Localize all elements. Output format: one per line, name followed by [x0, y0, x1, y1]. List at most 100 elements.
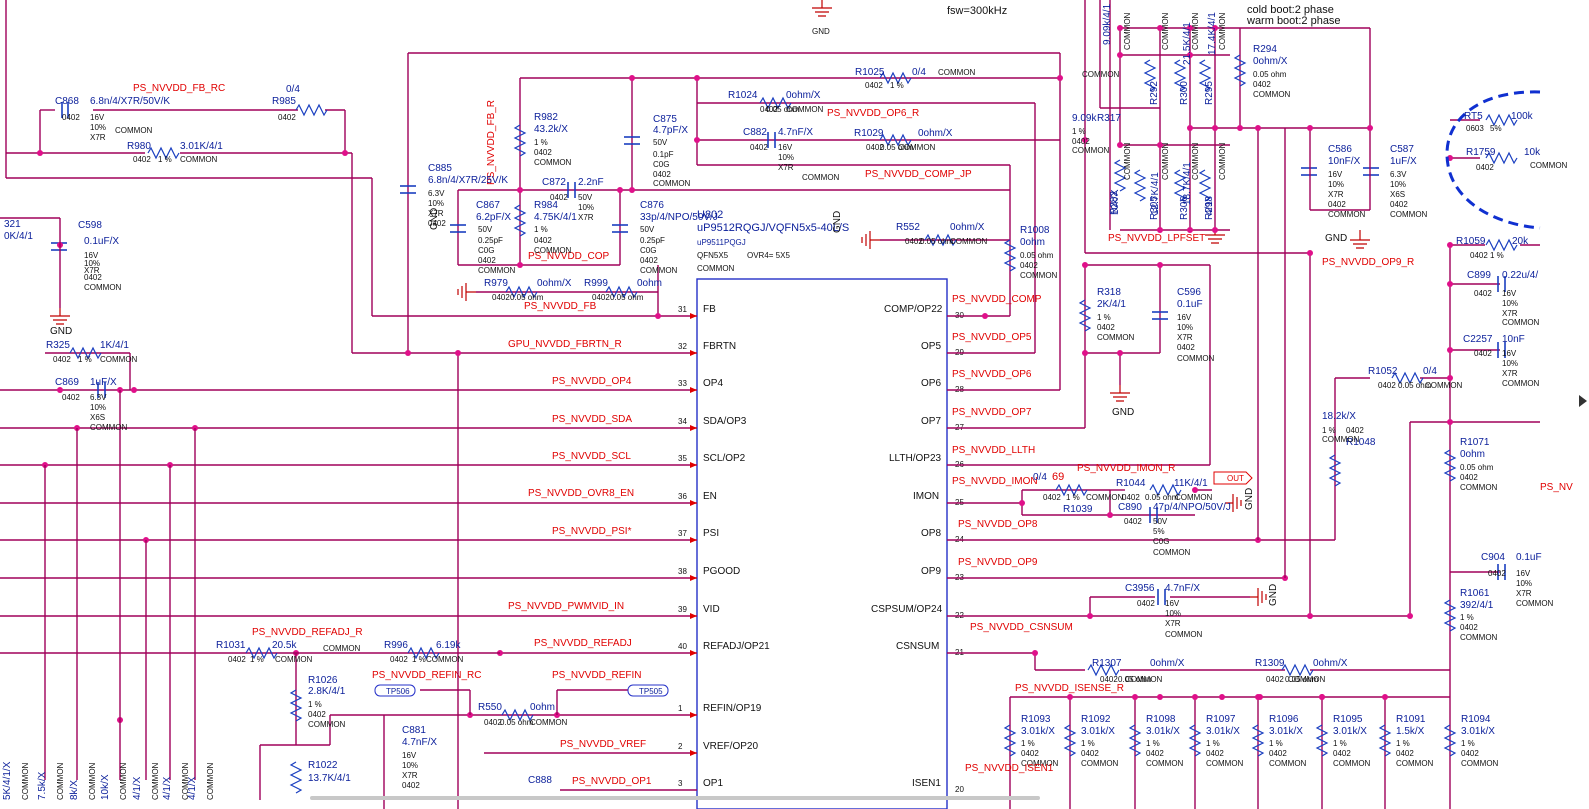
r1061-detail: 1 %	[1460, 613, 1474, 622]
common-tag: COMMON	[1191, 142, 1200, 180]
r1026-detail: 0402	[308, 710, 326, 719]
isense-value: 3.01k/X	[1461, 726, 1495, 737]
isense-package: 0402	[1396, 749, 1414, 758]
r1759-refdes: R1759	[1466, 147, 1496, 158]
bottom-left-common: COMMON	[181, 762, 190, 800]
divider-refdes: R282	[1109, 191, 1120, 215]
common-tag: COMMON	[1530, 161, 1568, 170]
common-tag: COMMON	[1177, 354, 1215, 363]
r979-detail: 0402	[492, 293, 510, 302]
bottom-left-common: COMMON	[21, 762, 30, 800]
imon-out-port[interactable]: OUT	[1213, 471, 1253, 485]
ic-pin-name: IMON	[913, 491, 939, 502]
c587-detail: 10%	[1390, 180, 1406, 189]
ic-pin-name: OP8	[921, 528, 941, 539]
net-partial: PS_NV	[1540, 482, 1573, 493]
ic-body[interactable]	[696, 278, 948, 809]
net-refadj: PS_NVVDD_REFADJ	[534, 638, 632, 649]
r1024-detail: 0402	[760, 105, 778, 114]
c876-detail: C0G	[640, 246, 656, 255]
r1044-detail: 0402	[1122, 493, 1140, 502]
r1039-detail: 0402	[1043, 493, 1061, 502]
isense-refdes: R1094	[1461, 714, 1491, 725]
isense-common: COMMON	[1081, 759, 1119, 768]
c881-detail: X7R	[402, 771, 418, 780]
svg-text:TP505: TP505	[639, 687, 663, 696]
scroll-right-arrow-icon[interactable]	[1579, 395, 1587, 407]
net-scl: PS_NVVDD_SCL	[552, 451, 631, 462]
r1309-value: 0ohm/X	[1313, 658, 1348, 669]
note-warm-boot: warm boot:2 phase	[1246, 15, 1341, 27]
junction-dots	[37, 75, 1063, 723]
bottom-left-value: 4/1/X	[162, 776, 173, 800]
c875-detail: C0G	[653, 160, 669, 169]
isense-tolerance: 1 %	[1146, 739, 1160, 748]
net-op6-r: PS_NVVDD_OP6_R	[827, 108, 919, 119]
ic-pin-name: CSNSUM	[896, 641, 939, 652]
tp506[interactable]: TP506	[374, 684, 416, 697]
gnd-label: GND	[50, 326, 72, 337]
c875-detail: 0.1pF	[653, 150, 674, 159]
c2257-detail: 10%	[1502, 359, 1518, 368]
r1039-refdes: R1039	[1063, 504, 1093, 515]
r552-refdes: R552	[896, 222, 920, 233]
note-fsw: fsw=300kHz	[947, 5, 1007, 17]
ic-pin-number: 35	[678, 454, 687, 463]
c3956-detail: 16V	[1165, 599, 1180, 608]
r1071-detail: 0402	[1460, 473, 1478, 482]
horizontal-scrollbar[interactable]	[310, 796, 1040, 800]
c586-detail: 16V	[1328, 170, 1343, 179]
net-op1: PS_NVVDD_OP1	[572, 776, 652, 787]
r1309-detail: 0402	[1266, 675, 1284, 684]
svg-text:TP506: TP506	[386, 687, 410, 696]
isense-refdes: R1095	[1333, 714, 1363, 725]
ic-pin-name: FB	[703, 304, 716, 315]
common-tag: COMMON	[1153, 548, 1191, 557]
ic-left-pins: FB31FBRTN32OP433SDA/OP334SCL/OP235EN36PS…	[678, 304, 770, 789]
common-tag: COMMON	[1123, 12, 1132, 50]
bottom-left-value: 4/1/X	[187, 776, 198, 800]
isense-refdes: R1097	[1206, 714, 1236, 725]
c868-detail: 10%	[90, 123, 106, 132]
left-net-wires	[0, 313, 697, 791]
r1052-detail: 0402	[1378, 381, 1396, 390]
net-op9-r: PS_NVVDD_OP9_R	[1322, 257, 1414, 268]
bottom-left-value: 10k/X	[100, 774, 111, 800]
common-tag: COMMON	[478, 266, 516, 275]
r1307-detail: 0.05 ohm	[1118, 675, 1152, 684]
divider-value: 17.4K/4/1	[1207, 12, 1218, 55]
ic-pin-name: COMP/OP22	[884, 304, 943, 315]
ic-pin-name: LLTH/OP23	[889, 453, 941, 464]
r1039-detail: 1 %	[1066, 493, 1080, 502]
gnd-label: GND	[832, 211, 843, 233]
ic-pin-number: 39	[678, 605, 687, 614]
left-region-resistors	[69, 347, 534, 794]
c869-detail: X6S	[90, 413, 105, 422]
r999-detail: 0402	[592, 293, 610, 302]
r1031-refdes: R1031	[216, 640, 246, 651]
tp505[interactable]: TP505	[627, 684, 669, 697]
r1026-detail: 1 %	[308, 700, 322, 709]
isense-package: 0402	[1021, 749, 1039, 758]
r1029-detail: 0402	[866, 143, 884, 152]
r550-detail: 0.05 ohm	[500, 718, 534, 727]
r325-detail: 0402	[53, 355, 71, 364]
ic-pin-number: 37	[678, 529, 687, 538]
c875-refdes: C875	[653, 114, 677, 125]
common-tag: COMMON	[100, 355, 138, 364]
net-comp: PS_NVVDD_COMP	[952, 294, 1042, 305]
r1029-value: 0ohm/X	[918, 128, 953, 139]
c872-detail: 10%	[578, 203, 594, 212]
c587-refdes: C587	[1390, 144, 1414, 155]
net-cop: PS_NVVDD_COP	[528, 251, 609, 262]
r550-refdes: R550	[478, 702, 502, 713]
r317-detail: 1 %	[1072, 127, 1086, 136]
c904-detail: X7R	[1516, 589, 1532, 598]
isense-refdes: R1091	[1396, 714, 1426, 725]
c867-value: 6.2pF/X	[476, 212, 511, 223]
net-psi: PS_NVVDD_PSI*	[552, 526, 632, 537]
common-tag: COMMON	[1502, 379, 1540, 388]
net-comp-jp: PS_NVVDD_COMP_JP	[865, 169, 972, 180]
r325-detail: 1 %	[78, 355, 92, 364]
